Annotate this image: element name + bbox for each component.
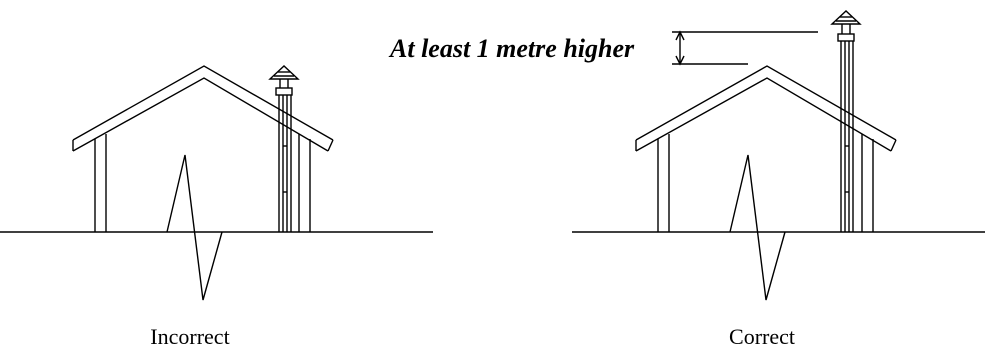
roof-end-right-b: [890, 139, 897, 152]
incorrect-house: Incorrect: [0, 65, 433, 349]
roof-end-left-b: [327, 139, 334, 152]
dimension-arrowhead-bottom: [675, 55, 685, 66]
chimney-short: [268, 65, 300, 232]
annotation-height: At least 1 metre higher: [388, 34, 635, 63]
break-symbol-right: [729, 154, 786, 301]
height-dimension: [672, 30, 818, 66]
correct-house: At least 1 metre higher Correct: [388, 10, 985, 349]
chimney-collar-right: [837, 33, 855, 42]
caption-incorrect: Incorrect: [150, 324, 229, 349]
chimney-tall: [830, 10, 862, 232]
roof-outer-left: [72, 65, 334, 141]
dimension-arrowhead-top: [675, 30, 685, 41]
break-symbol-left: [166, 154, 223, 301]
chimney-collar-left: [275, 87, 293, 96]
caption-correct: Correct: [729, 324, 795, 349]
